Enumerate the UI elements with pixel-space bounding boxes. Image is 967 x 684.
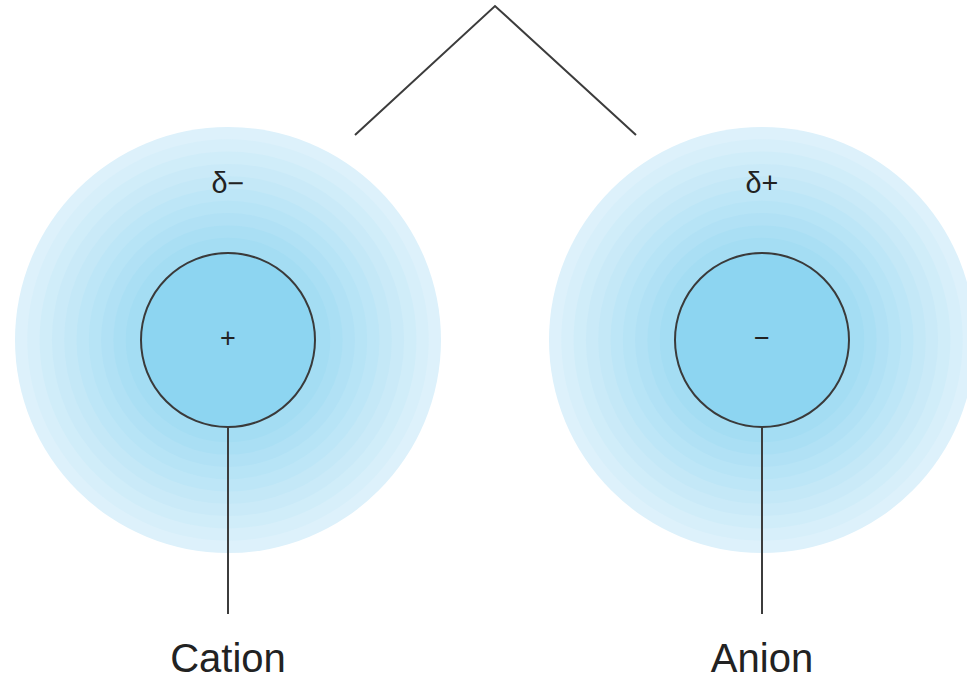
ion-charge: + <box>140 323 316 354</box>
cloud-ring <box>660 238 865 443</box>
ion-label-text: Anion <box>711 636 813 680</box>
ion-core: − <box>674 252 850 428</box>
polarized-cloud: δ+ − <box>549 127 967 553</box>
branch-line <box>355 6 636 135</box>
cloud-ring <box>647 225 876 454</box>
ion-charge: − <box>674 323 850 354</box>
partial-charge: δ+ <box>549 167 967 200</box>
ion-label-text: Cation <box>170 636 286 680</box>
cloud-ring <box>126 238 331 443</box>
ion-outline <box>675 253 849 427</box>
leader-line <box>761 428 763 614</box>
cloud-ring <box>549 127 967 553</box>
ion-core: + <box>140 252 316 428</box>
ion-label: Cation <box>170 636 286 681</box>
cloud-ring <box>113 225 342 454</box>
partial-charge: δ− <box>15 167 441 200</box>
leader-line <box>227 428 229 614</box>
ion-label: Anion <box>711 636 813 681</box>
ion-outline <box>141 253 315 427</box>
